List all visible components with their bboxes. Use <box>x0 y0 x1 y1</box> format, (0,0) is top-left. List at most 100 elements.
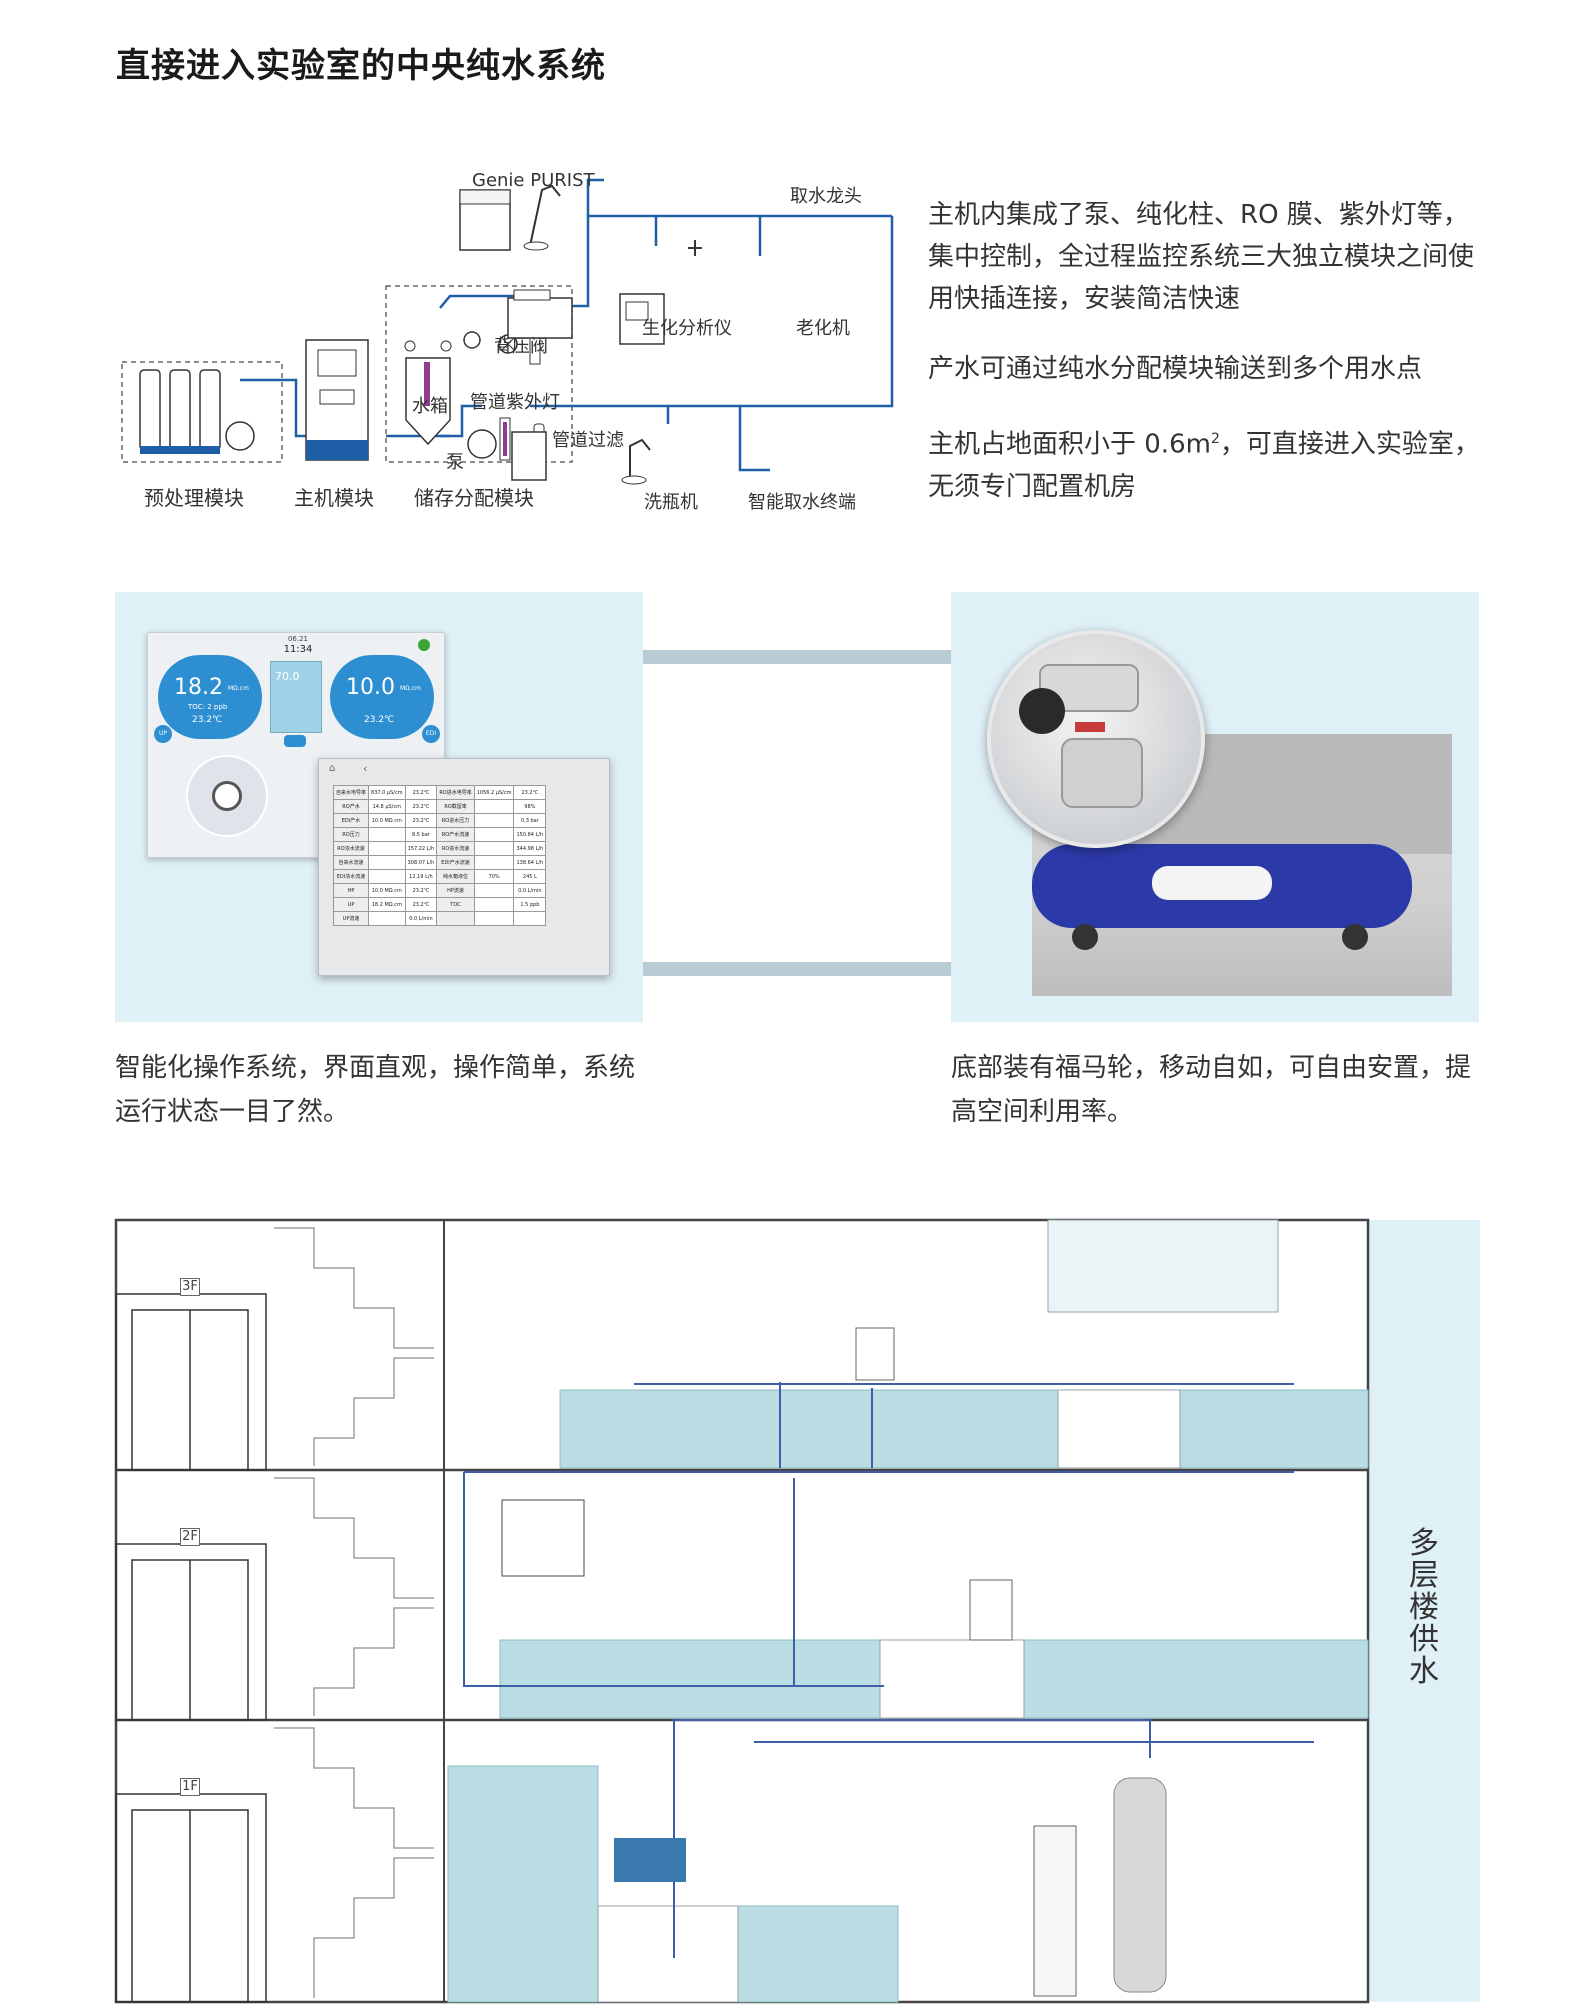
side-label-char: 水 <box>1409 1654 1439 1689</box>
table-cell <box>513 911 547 926</box>
table-cell: 自来水流速 <box>332 855 370 870</box>
caster-wheel <box>1019 688 1065 734</box>
pretreat-box <box>121 361 283 463</box>
caster-foot <box>1061 738 1143 808</box>
label-filter: 管道过滤 <box>552 430 624 451</box>
table-cell: 10.0 MΩ.cm <box>368 883 406 898</box>
table-cell: 98% <box>513 799 547 814</box>
table-cell <box>473 911 515 926</box>
table-cell <box>473 855 515 870</box>
floor-label-1f: 1F <box>180 1778 200 1796</box>
connector-bar-bottom <box>643 962 951 976</box>
intro-paragraph-1: 主机内集成了泵、纯化柱、RO 膜、紫外灯等，集中控制，全过程监控系统三大独立模块… <box>928 200 1475 314</box>
table-cell: HP <box>332 883 370 898</box>
table-cell: RO进水电导率 <box>436 785 475 800</box>
table-cell <box>473 883 515 898</box>
table-cell: EDI产水 <box>332 813 370 828</box>
table-cell: RO产水流速 <box>436 827 475 842</box>
building-diagram <box>114 1218 1480 2004</box>
label-tap: 取水龙头 <box>790 186 862 207</box>
tank-gauge-value: 70.0 <box>275 670 300 683</box>
table-cell: RO进水压力 <box>436 813 475 828</box>
table-cell: 纯水箱液位 <box>436 869 475 884</box>
table-cell: 1056.2 μS/cm <box>473 785 515 800</box>
gauge-left-value: 18.2 <box>174 675 223 700</box>
tank-gauge: 70.0 <box>270 661 322 733</box>
caption-left: 智能化操作系统，界面直观，操作简单，系统运行状态一目了然。 <box>115 1053 636 1127</box>
page-title: 直接进入实验室的中央纯水系统 <box>116 46 606 86</box>
gauge-right: 10.0 MΩ.cm 23.2℃ <box>330 655 434 739</box>
up-button[interactable]: UP <box>154 725 172 743</box>
gauge-right-value: 10.0 <box>346 675 395 700</box>
wheel-right <box>1342 924 1368 950</box>
table-cell: 245 L <box>513 869 547 884</box>
screen-time: 11:34 <box>283 644 313 655</box>
table-cell <box>368 841 406 856</box>
edi-button[interactable]: EDI <box>422 725 440 743</box>
side-label-char: 多 <box>1409 1526 1439 1561</box>
label-terminal: 智能取水终端 <box>748 492 856 513</box>
floor-label-3f: 3F <box>180 1278 200 1296</box>
table-cell: 150.84 L/h <box>513 827 547 842</box>
wheel-left <box>1072 924 1098 950</box>
table-cell: 837.0 μS/cm <box>368 785 406 800</box>
label-washer: 洗瓶机 <box>644 492 698 513</box>
table-cell <box>368 855 406 870</box>
table-cell: EDI浓水流速 <box>332 869 370 884</box>
table-cell: 23.2℃ <box>404 897 438 912</box>
table-cell <box>436 911 475 926</box>
floor-label-2f: 2F <box>180 1528 200 1546</box>
table-cell: 308.07 L/h <box>404 855 438 870</box>
table-cell: EDI产水流速 <box>436 855 475 870</box>
table-cell: UP <box>332 897 370 912</box>
table-cell: 23.2℃ <box>404 785 438 800</box>
storage-box <box>385 285 573 463</box>
table-cell: 138.64 L/h <box>513 855 547 870</box>
table-cell: RO产水 <box>332 799 370 814</box>
gauge-right-temp: 23.2℃ <box>364 715 395 725</box>
play-icon[interactable] <box>418 639 430 651</box>
table-cell <box>368 827 406 842</box>
table-cell: 23.2℃ <box>404 813 438 828</box>
side-label-char: 层 <box>1409 1558 1439 1593</box>
system-diagram <box>121 178 894 485</box>
label-uv: 管道紫外灯 <box>470 392 560 413</box>
table-cell: 157.22 L/h <box>404 841 438 856</box>
table-cell: RO进水流速 <box>436 841 475 856</box>
table-cell: 10.0 MΩ.cm <box>368 813 406 828</box>
table-cell: 8.5 bar <box>404 827 438 842</box>
table-cell: 23.2℃ <box>404 799 438 814</box>
dial-knob[interactable] <box>212 781 242 811</box>
connector-bar-top <box>643 650 951 664</box>
side-label: 多 层 楼 供 水 <box>1404 1528 1444 1688</box>
gauge-right-unit: MΩ.cm <box>400 685 421 692</box>
base-handle <box>1152 866 1272 900</box>
table-cell: 23.2℃ <box>513 785 547 800</box>
refresh-icon[interactable] <box>284 735 306 747</box>
table-cell: RO浓水流速 <box>332 841 370 856</box>
table-cell <box>368 869 406 884</box>
label-storage: 储存分配模块 <box>414 486 534 510</box>
gauge-left-toc: TOC: 2 ppb <box>188 703 228 711</box>
caster-red-band <box>1075 722 1105 732</box>
table-cell: HP流速 <box>436 883 475 898</box>
label-backpressure: 背压阀 <box>494 336 548 357</box>
table-cell: RO压力 <box>332 827 370 842</box>
home-icon[interactable]: ⌂ <box>329 763 336 774</box>
table-cell: 12.19 L/h <box>404 869 438 884</box>
back-icon[interactable]: ‹ <box>363 762 368 775</box>
table-cell <box>473 799 515 814</box>
control-dial[interactable] <box>186 755 268 837</box>
table-cell: UP流速 <box>332 911 370 926</box>
table-cell: 18.2 MΩ.cm <box>368 897 406 912</box>
table-cell <box>473 827 515 842</box>
table-cell: 0.0 L/min <box>404 911 438 926</box>
